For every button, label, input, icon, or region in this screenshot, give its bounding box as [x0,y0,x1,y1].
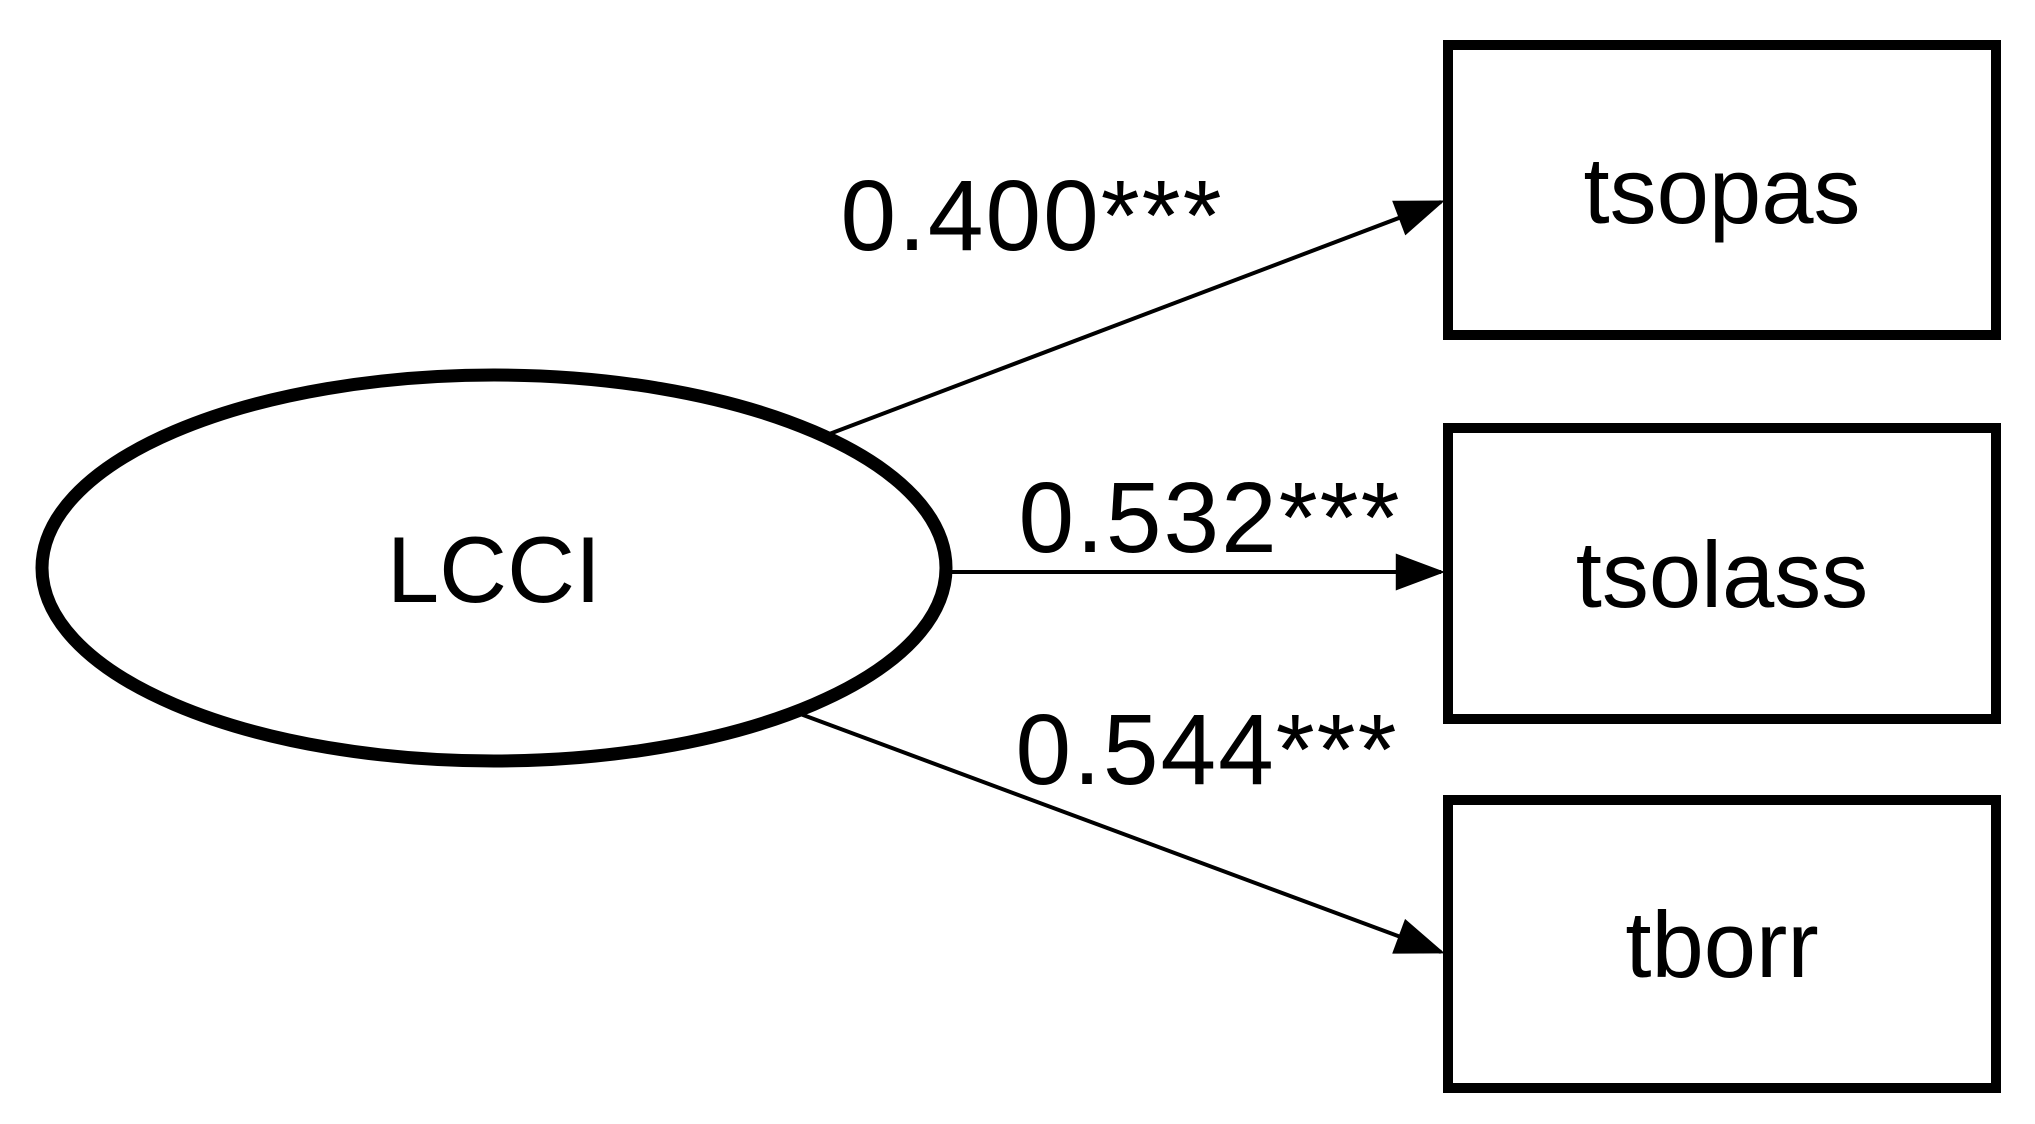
indicator-box-tborr [1443,795,2001,1093]
path-arrow-lcci-tsopas [823,200,1445,438]
path-coefficient-tsopas: 0.400*** [841,160,1224,272]
indicator-label-tsopas: tsopas [1584,138,1861,243]
path-coefficient-tborr: 0.544*** [1016,694,1399,806]
latent-variable-label: LCCI [387,517,601,622]
path-coefficient-tsolass: 0.532*** [1019,462,1402,574]
latent-variable-ellipse [35,368,953,768]
indicator-box-tsopas [1443,40,2001,340]
indicator-label-tsolass: tsolass [1576,522,1869,627]
indicator-label-tborr: tborr [1625,892,1818,997]
path-arrow-lcci-tborr [794,710,1445,954]
indicator-box-tsolass [1443,423,2001,724]
